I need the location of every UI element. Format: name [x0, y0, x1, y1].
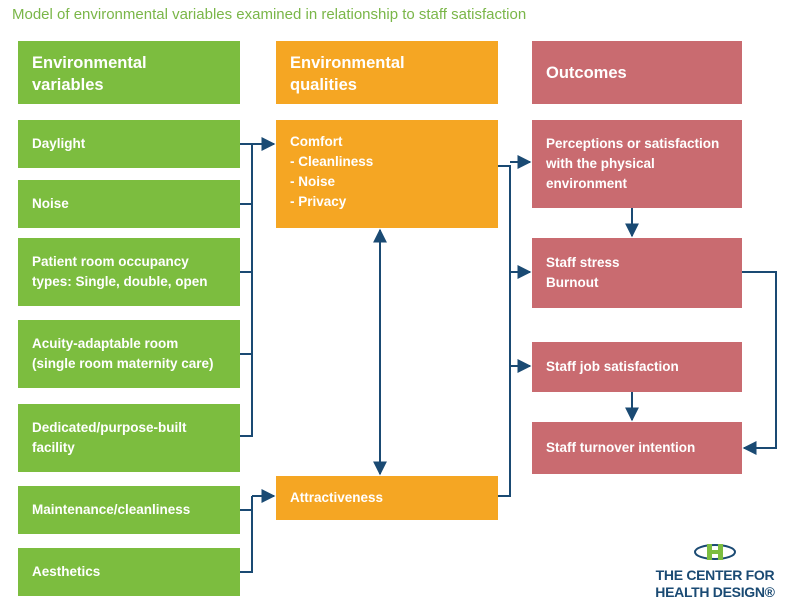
outcome-staff-stress-burnout: Staff stress Burnout	[532, 238, 742, 308]
header-outcomes-label: Outcomes	[546, 63, 627, 82]
qualities-bracket-line	[498, 165, 511, 497]
variable-label: Daylight	[32, 136, 86, 151]
variable-daylight: Daylight	[18, 120, 240, 168]
quality-attractiveness: Attractiveness	[276, 476, 498, 520]
center-for-health-design-logo: THE CENTER FOR HEALTH DESIGN®	[650, 542, 780, 601]
diagram-title: Model of environmental variables examine…	[12, 6, 527, 23]
bottom-bracket-line	[240, 509, 253, 573]
outcome-perceptions-satisfaction: Perceptions or satisfaction with the phy…	[532, 120, 742, 208]
variable-label: Dedicated/purpose-built facility	[32, 420, 187, 455]
variable-acuity-adaptable-room: Acuity-adaptable room (single room mater…	[18, 320, 240, 388]
variable-aesthetics: Aesthetics	[18, 548, 240, 596]
center-for-health-design-logo-icon	[694, 544, 736, 560]
arrow-stress-to-turnover	[742, 271, 777, 455]
header-environmental-variables: Environmental variables	[18, 41, 240, 104]
variable-patient-room-occupancy: Patient room occupancy types: Single, do…	[18, 238, 240, 306]
outcome-staff-job-satisfaction: Staff job satisfaction	[532, 342, 742, 392]
header-environmental-qualities: Environmental qualities	[276, 41, 498, 104]
variable-noise: Noise	[18, 180, 240, 228]
outcome-label: Staff job satisfaction	[546, 359, 679, 374]
variable-maintenance-cleanliness: Maintenance/cleanliness	[18, 486, 240, 534]
variable-label: Aesthetics	[32, 564, 101, 579]
quality-label: Attractiveness	[290, 490, 384, 505]
arrow-bottom-to-attractiveness	[251, 496, 274, 510]
quality-comfort: Comfort - Cleanliness - Noise - Privacy	[276, 120, 498, 228]
outcome-label: Perceptions or satisfaction with the phy…	[546, 136, 720, 191]
variable-dedicated-facility: Dedicated/purpose-built facility	[18, 404, 240, 472]
variable-label: Maintenance/cleanliness	[32, 502, 191, 517]
logo-text: THE CENTER FOR HEALTH DESIGN®	[655, 567, 775, 600]
outcome-label: Staff turnover intention	[546, 440, 696, 455]
header-outcomes: Outcomes	[532, 41, 742, 104]
outcome-staff-turnover-intention: Staff turnover intention	[532, 422, 742, 474]
variable-label: Patient room occupancy types: Single, do…	[32, 254, 208, 289]
variables-bracket-line	[240, 143, 253, 437]
variable-label: Acuity-adaptable room (single room mater…	[32, 336, 214, 371]
outcome-label: Staff stress Burnout	[546, 255, 620, 290]
variable-label: Noise	[32, 196, 69, 211]
